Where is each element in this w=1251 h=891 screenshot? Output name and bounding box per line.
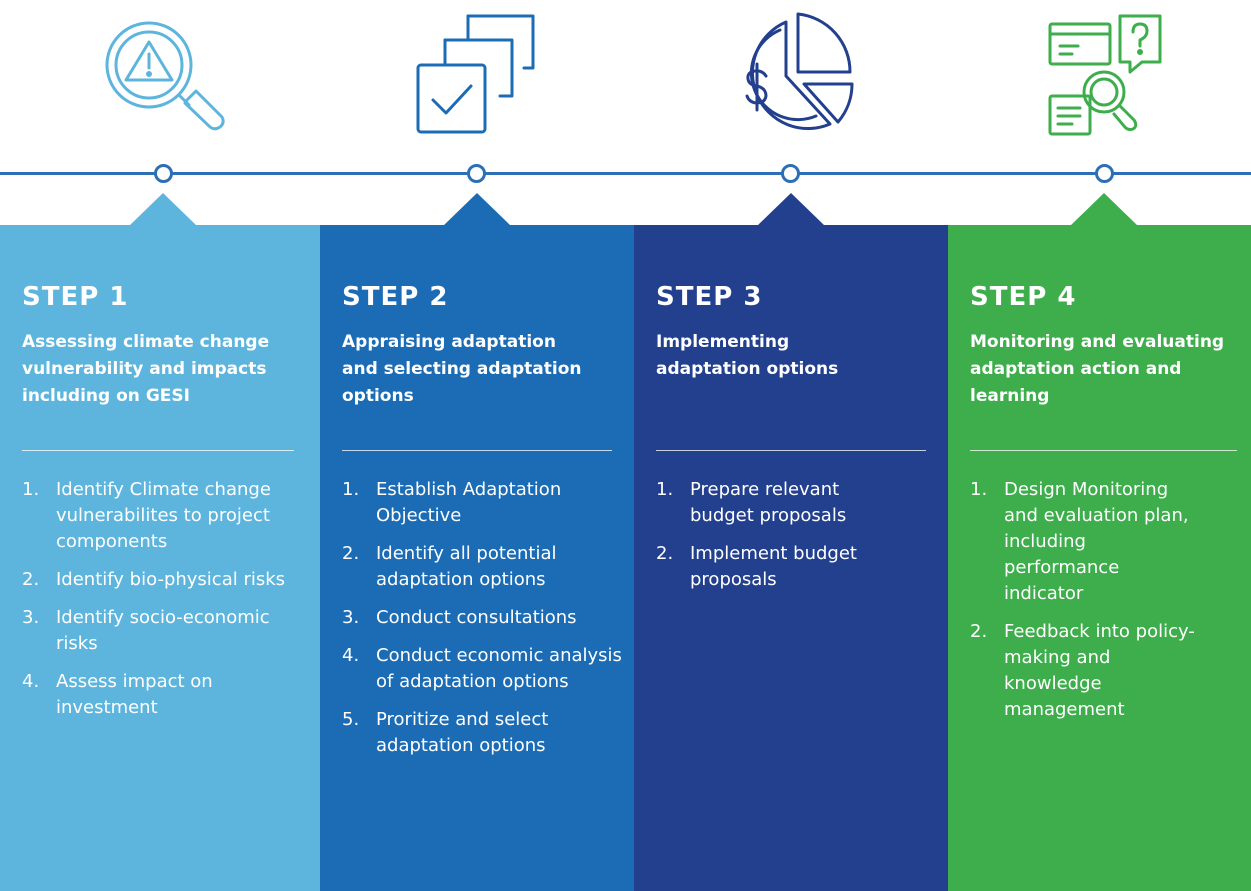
list-item: 3.Conduct consultations	[342, 607, 577, 628]
step-2-divider	[342, 450, 612, 451]
list-item: 4.Assess impact on investment	[22, 671, 213, 718]
step-3-list: 1.Prepare relevant budget proposals 2.Im…	[656, 477, 908, 605]
step-4-title: Monitoring and evaluating adaptation act…	[970, 332, 1225, 406]
stacked-checkbox-icon	[408, 10, 548, 140]
list-item: 2.Identify bio-physical risks	[22, 569, 286, 590]
step-2-list: 1.Establish Adaptation Objective 2.Ident…	[342, 477, 622, 771]
step-1-panel: STEP 1 Assessing climate change vulnerab…	[0, 225, 320, 891]
list-item: 2.Identify all potential adaptation opti…	[342, 543, 557, 590]
list-item: 4.Conduct economic analysis of adaptatio…	[342, 645, 622, 692]
step-2-title: Appraising adaptation and selecting adap…	[342, 332, 582, 406]
step-3-divider	[656, 450, 926, 451]
timeline-node-1	[154, 164, 173, 183]
step-3-label: STEP 3	[656, 282, 763, 312]
step-4-panel: STEP 4 Monitoring and evaluating adaptat…	[948, 225, 1251, 891]
list-item: 1.Identify Climate change vulnerabilites…	[22, 479, 271, 552]
list-item: 2.Implement budget proposals	[656, 543, 857, 590]
step-1-list: 1.Identify Climate change vulnerabilites…	[22, 477, 308, 733]
step-3-panel: STEP 3 Implementing adaptation options 1…	[634, 225, 948, 891]
step-4-pointer	[1070, 193, 1138, 226]
list-item: 1.Prepare relevant budget proposals	[656, 479, 847, 526]
list-item: 3.Identify socio-economic risks	[22, 607, 270, 654]
document-search-question-icon	[1038, 10, 1178, 140]
list-item: 1.Design Monitoring and evaluation plan,…	[970, 479, 1189, 604]
timeline-node-4	[1095, 164, 1114, 183]
timeline-node-2	[467, 164, 486, 183]
step-3-title: Implementing adaptation options	[656, 332, 839, 379]
step-1-title: Assessing climate change vulnerability a…	[22, 332, 270, 406]
list-item: 1.Establish Adaptation Objective	[342, 479, 562, 526]
step-1-label: STEP 1	[22, 282, 129, 312]
dollar-pie-chart-icon	[722, 10, 862, 140]
step-1-divider	[22, 450, 294, 451]
step-4-label: STEP 4	[970, 282, 1077, 312]
step-3-pointer	[757, 193, 825, 226]
list-item: 5.Proritize and select adaptation option…	[342, 709, 549, 756]
step-4-divider	[970, 450, 1237, 451]
step-4-list: 1.Design Monitoring and evaluation plan,…	[970, 477, 1201, 735]
timeline-node-3	[781, 164, 800, 183]
step-2-panel: STEP 2 Appraising adaptation and selecti…	[320, 225, 634, 891]
step-2-label: STEP 2	[342, 282, 449, 312]
step-1-pointer	[129, 193, 197, 226]
step-2-pointer	[443, 193, 511, 226]
list-item: 2.Feedback into policy-making and knowle…	[970, 621, 1195, 720]
timeline-line	[0, 172, 1251, 175]
warning-magnifier-icon	[92, 10, 232, 140]
